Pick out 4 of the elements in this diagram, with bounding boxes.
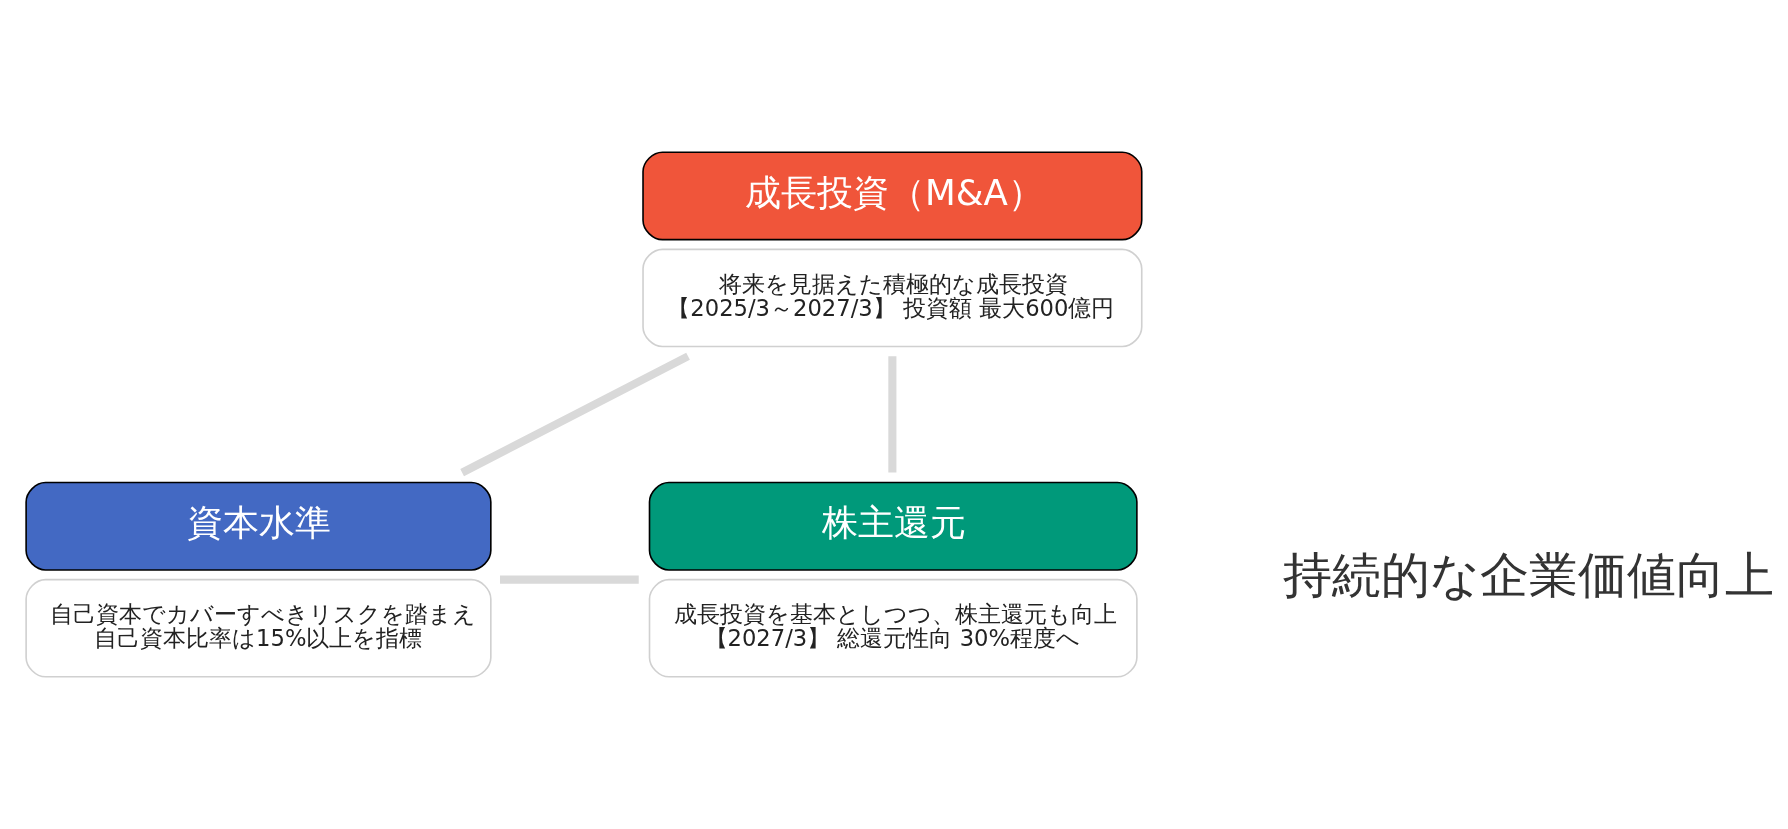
- connector: [888, 356, 897, 473]
- label: 持続的な企業価値向上: [1283, 546, 1775, 603]
- connector: [500, 575, 639, 584]
- connector: [460, 352, 690, 477]
